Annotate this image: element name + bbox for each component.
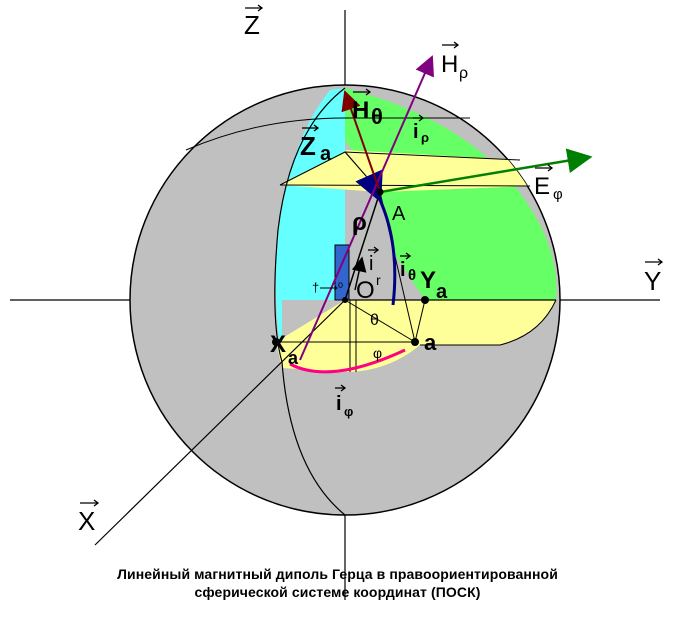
i-theta-curve (355, 169, 397, 306)
meridian-curve (274, 87, 346, 516)
i-phi-sub: φ (344, 404, 353, 419)
i-r-label: i (369, 253, 373, 275)
point-ya-sub: a (436, 281, 448, 303)
green-region (345, 88, 557, 300)
point-A (376, 188, 384, 196)
e-phi-label: E (534, 173, 550, 200)
axis-z-label: Z (244, 10, 260, 40)
point-ya (421, 296, 429, 304)
i-phi-arc (289, 348, 406, 374)
dipole-moment-label: †⟶⁰ (312, 280, 343, 295)
i-theta-sub: θ (408, 267, 416, 284)
h-theta-sub: θ (371, 104, 383, 129)
a-to-ya-line (414, 299, 426, 343)
axis-x-line (94, 299, 346, 546)
point-a-label: a (424, 330, 437, 355)
point-a (411, 338, 419, 346)
theta-label: θ (370, 312, 379, 329)
latitude-line-3 (279, 184, 531, 187)
caption-line-2: сферической системе координат (ПОСК) (194, 584, 481, 600)
h-theta-label: H (352, 97, 369, 124)
e-phi-arrow (379, 148, 593, 194)
o-to-a-line (344, 299, 416, 343)
cone-line-left (279, 151, 346, 186)
i-rho-sub: ρ (421, 130, 429, 145)
caption-line-1: Линейный магнитный диполь Герца в правоо… (117, 566, 558, 582)
h-rho-sub: ρ (459, 65, 468, 82)
axis-x-label: X (78, 506, 95, 536)
h-theta-arrow (341, 90, 381, 193)
i-rho-label: i (413, 121, 419, 143)
z-a-sub: a (320, 143, 332, 165)
cyan-region (275, 88, 345, 362)
point-xa-sub: a (288, 348, 299, 368)
point-ya-label: Y (420, 267, 436, 294)
h-rho-arrow (299, 55, 434, 361)
i-r-vector (351, 256, 367, 291)
vector-bars (80, 4, 664, 507)
latitude-arc-upper (185, 117, 346, 151)
point-O (342, 297, 348, 303)
i-theta-label: i (400, 259, 406, 281)
equator-curve (420, 299, 557, 346)
point-A-label: A (392, 203, 406, 225)
point-O-label: O (356, 277, 375, 304)
point-xa-label: X (270, 331, 286, 358)
point-xa (272, 338, 280, 346)
axis-y-label: Y (644, 266, 661, 296)
i-phi-label: i (336, 393, 342, 415)
h-rho-label: H (441, 51, 458, 78)
i-r-sub: r (376, 272, 381, 288)
rho-label: ρ (352, 209, 367, 236)
radius-vector (344, 191, 381, 301)
e-phi-sub: φ (553, 186, 563, 203)
yellow-cone-band (345, 150, 532, 192)
latitude-line-2 (344, 151, 521, 161)
phi-label: φ (373, 345, 382, 361)
yellow-cone-band-left (280, 152, 380, 192)
z-a-label: Z (300, 131, 316, 161)
